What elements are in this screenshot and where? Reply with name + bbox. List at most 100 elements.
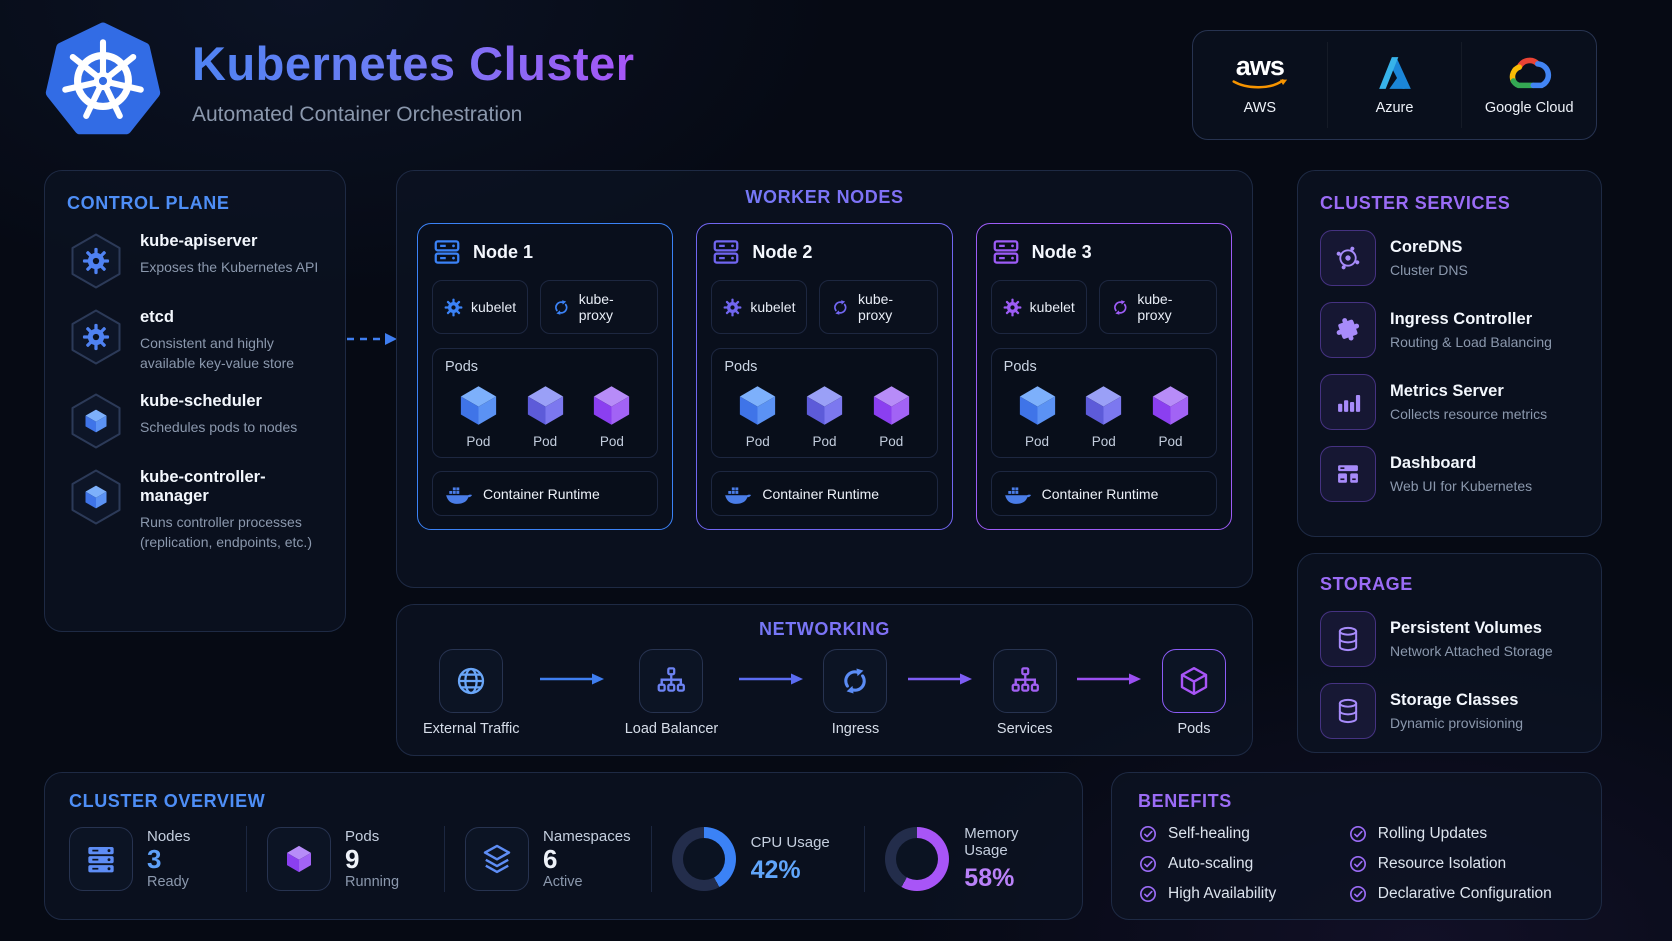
cluster-services-panel: CLUSTER SERVICES CoreDNS Cluster DNS Ing… [1297,170,1602,537]
service-metrics-server: Metrics Server Collects resource metrics [1320,374,1579,430]
benefit-declarative-configuration: Declarative Configuration [1348,884,1575,904]
control-plane-item-kube-apiserver: kube-apiserver Exposes the Kubernetes AP… [67,232,323,290]
gear-icon [71,233,121,289]
cube-icon [71,469,121,525]
storage-title: STORAGE [1320,574,1413,594]
stat-nodes: Nodes 3 Ready [69,827,226,891]
cycle-arrows-icon [839,665,871,697]
kube-proxy-chip: kube-proxy [540,280,659,334]
bar-chart-icon [1334,388,1362,416]
flow-arrow-icon [1077,673,1142,685]
dns-icon [1334,244,1362,272]
check-circle-icon [1348,854,1368,874]
docker-whale-icon [445,482,473,505]
page-title: Kubernetes Cluster [192,37,635,90]
networking-step-ingress: Ingress [823,649,888,737]
control-plane-title: CONTROL PLANE [67,193,230,213]
networking-panel: NETWORKING External Traffic Load Balance… [396,604,1253,756]
cluster-overview-panel: CLUSTER OVERVIEW Nodes 3 Ready Pods 9 Ru… [44,772,1083,920]
container-runtime-bar: Container Runtime [432,471,659,516]
pods-box: Pods Pod Pod Pod [711,348,938,458]
networking-step-external-traffic: External Traffic [423,649,519,737]
kube-proxy-chip: kube-proxy [1098,280,1217,334]
cube-icon [1080,382,1127,429]
cube-icon [283,843,315,875]
worker-nodes-title: WORKER NODES [417,187,1232,208]
control-plane-panel: CONTROL PLANE kube-apiserver Exposes the… [44,170,346,632]
network-tree-icon [655,665,687,697]
pod-item: Pod [801,382,848,449]
networking-step-services: Services [992,649,1057,737]
gear-icon [1003,298,1022,317]
cube-icon [1014,382,1061,429]
gear-icon [444,298,463,317]
storage-panel: STORAGE Persistent Volumes Network Attac… [1297,553,1602,753]
cube-icon [734,382,781,429]
globe-icon [455,665,487,697]
stat-pods: Pods 9 Running [267,827,424,891]
pod-item: Pod [1147,382,1194,449]
divider [864,826,866,892]
cube-icon [588,382,635,429]
pod-item: Pod [868,382,915,449]
storage-persistent-volumes: Persistent Volumes Network Attached Stor… [1320,611,1579,667]
docker-whale-icon [724,482,752,505]
cube-icon [455,382,502,429]
donut-chart-cpu [671,827,736,891]
dashboard-icon [1334,460,1362,488]
cluster-overview-title: CLUSTER OVERVIEW [69,791,266,811]
service-dashboard: Dashboard Web UI for Kubernetes [1320,446,1579,502]
divider [246,826,248,892]
benefit-high-availability: High Availability [1138,884,1348,904]
divider [444,826,446,892]
kubelet-chip: kubelet [990,280,1087,334]
pods-box: Pods Pod Pod Pod [990,348,1217,458]
pod-item: Pod [734,382,781,449]
cube-icon [71,393,121,449]
worker-node-card-2: Node 2 kubelet kube-proxy Pods Pod [696,223,953,530]
cluster-services-title: CLUSTER SERVICES [1320,193,1511,213]
worker-nodes-panel: WORKER NODES Node 1 kubelet kube-proxy [396,170,1253,588]
benefit-self-healing: Self-healing [1138,824,1348,844]
divider [650,826,652,892]
aws-logo-icon: aws [1231,52,1289,93]
pod-item: Pod [455,382,502,449]
check-circle-icon [1138,854,1158,874]
network-tree-icon [1009,665,1041,697]
service-coredns: CoreDNS Cluster DNS [1320,230,1579,286]
cycle-arrows-icon [1111,298,1130,317]
cpu-usage-gauge: CPU Usage 42% [671,827,845,891]
cycle-arrows-icon [552,298,571,317]
database-icon [1334,625,1362,653]
docker-whale-icon [1004,482,1032,505]
node-name: Node 1 [473,241,534,262]
cube-icon [801,382,848,429]
server-icon [711,237,741,267]
check-circle-icon [1138,824,1158,844]
donut-chart-memory [885,827,950,891]
layers-icon [481,843,513,875]
control-to-workers-arrow-icon [347,333,397,345]
control-plane-item-etcd: etcd Consistent and highly available key… [67,308,323,374]
cube-icon [1147,382,1194,429]
server-icon [991,237,1021,267]
cube-icon [868,382,915,429]
memory-usage-gauge: Memory Usage 58% [885,825,1058,893]
container-runtime-bar: Container Runtime [990,471,1217,516]
cube-icon [522,382,569,429]
cycle-arrows-icon [831,298,850,317]
node-name: Node 2 [752,241,813,262]
networking-title: NETWORKING [423,619,1226,640]
provider-google-cloud: Google Cloud [1461,41,1596,129]
flow-arrow-icon [908,673,973,685]
kubelet-chip: kubelet [711,280,808,334]
benefit-auto-scaling: Auto-scaling [1138,854,1348,874]
kubelet-chip: kubelet [432,280,529,334]
worker-node-card-1: Node 1 kubelet kube-proxy Pods Pod [417,223,674,530]
networking-step-load-balancer: Load Balancer [625,649,718,737]
google-cloud-logo-icon [1503,53,1555,93]
node-name: Node 3 [1031,241,1092,262]
pod-item: Pod [522,382,569,449]
gear-icon [723,298,742,317]
